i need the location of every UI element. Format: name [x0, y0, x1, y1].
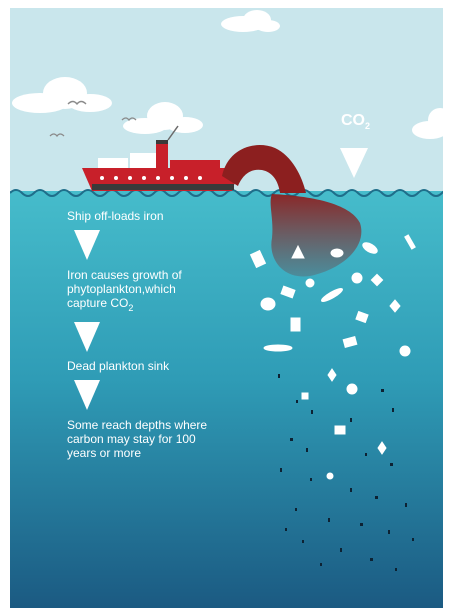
cloud-icon [412, 108, 443, 139]
arrow-down-icon [74, 380, 100, 410]
iron-discharge-plume [222, 145, 306, 193]
step-2-line-3-text: capture CO [67, 296, 129, 310]
arrow-down-icon [340, 148, 368, 178]
plankton-icon [249, 234, 416, 480]
bird-icon [67, 100, 87, 106]
bird-icon [49, 133, 65, 138]
arrow-down-icon [74, 230, 100, 260]
step-2-line-3: capture CO2 [67, 296, 182, 315]
bird-icon [121, 117, 137, 122]
co2-sky-label: CO2 [341, 112, 370, 131]
arrow-down-icon [74, 322, 100, 352]
sinking-particles [278, 374, 414, 571]
step-4-line-3: years or more [67, 446, 142, 460]
cloud-icon [221, 10, 280, 32]
co2-text: CO [341, 112, 365, 129]
step-4-line-1: Some reach depths where [67, 418, 208, 432]
step-2-subscript: 2 [128, 303, 134, 313]
step-2-line-1: Iron causes growth of [67, 268, 182, 282]
cloud-icon [12, 77, 112, 113]
ship-icon [82, 125, 240, 191]
step-1-label: Ship off-loads iron [67, 209, 164, 223]
step-3-label: Dead plankton sink [67, 359, 170, 373]
step-4-label: Some reach depths where carbon may stay … [67, 418, 207, 460]
ocean-iron-fertilization-diagram: CO2 Ship off-loads iron Iron causes grow… [10, 8, 443, 608]
co2-subscript: 2 [365, 121, 371, 131]
step-4-line-2: carbon may stay for 100 [67, 432, 196, 446]
step-2-label: Iron causes growth of phytoplankton,whic… [67, 268, 182, 315]
step-2-line-2: phytoplankton,which [67, 282, 176, 296]
